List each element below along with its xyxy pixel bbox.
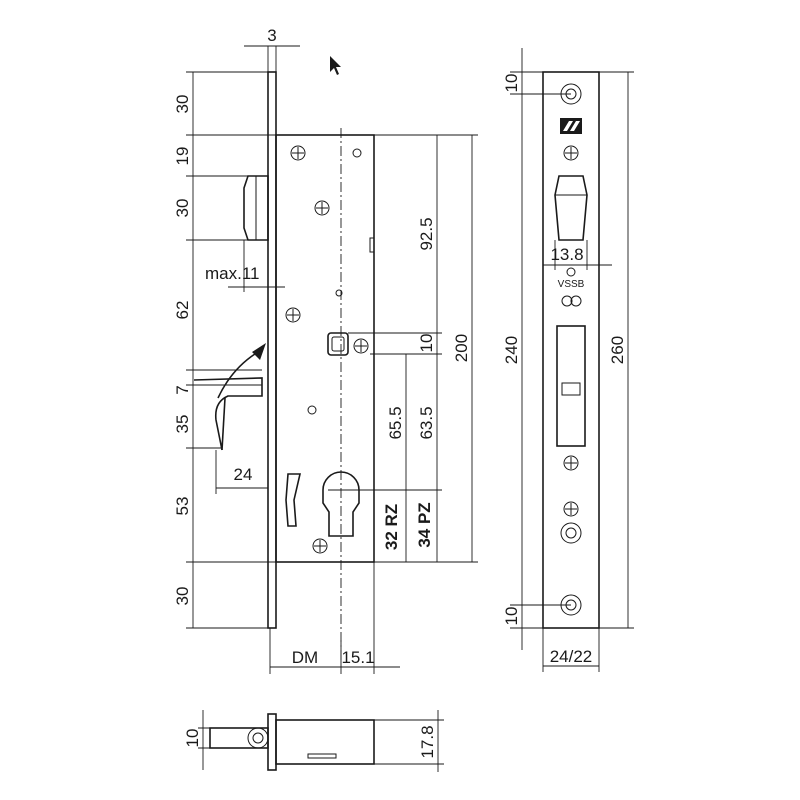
dim-front-bottom-10: 10: [502, 607, 521, 626]
dim-bottom-17-8: 17.8: [418, 725, 437, 758]
cylinder-screw-icon: [560, 522, 582, 544]
dim-65-5: 65.5: [386, 406, 405, 439]
dim-front-top-10: 10: [502, 74, 521, 93]
screw-icon: [563, 145, 579, 161]
front-faceplate: [542, 71, 600, 629]
follower-square: [327, 332, 349, 356]
cert-mark: VSSB: [558, 279, 585, 290]
dim-left-7: 7: [173, 385, 192, 394]
dim-34-pz: 34 PZ: [415, 502, 434, 547]
dim-cyl-15-1: 15.1: [341, 648, 374, 667]
dim-13-8: 13.8: [550, 245, 583, 264]
dim-92-5: 92.5: [417, 217, 436, 250]
dim-left-19: 19: [173, 147, 192, 166]
direction-arrow: [217, 351, 259, 399]
dim-left-30-top: 30: [173, 95, 192, 114]
dim-left-62: 62: [173, 301, 192, 320]
dim-32-rz: 32 RZ: [382, 504, 401, 550]
dim-10-mid: 10: [417, 334, 436, 353]
dim-left-30-bottom: 30: [173, 587, 192, 606]
dim-faceplate-thickness: 3: [267, 26, 276, 45]
lock-body: [275, 134, 375, 563]
dim-front-240: 240: [502, 336, 521, 364]
faceplate: [267, 71, 277, 629]
dim-left-53: 53: [173, 497, 192, 516]
screw-icon: [563, 501, 579, 517]
cylinder-profile: [322, 471, 360, 537]
dim-200: 200: [452, 334, 471, 362]
dim-left-30-latch: 30: [173, 199, 192, 218]
screw-icon: [312, 538, 328, 554]
screw-icon: [353, 338, 369, 354]
dim-front-width: 24/22: [550, 647, 593, 666]
dim-lever-24: 24: [234, 465, 253, 484]
mouse-cursor-icon: [330, 56, 341, 75]
screw-icon: [285, 307, 301, 323]
dim-front-260: 260: [608, 336, 627, 364]
screw-icon: [563, 455, 579, 471]
screw-icon: [290, 145, 306, 161]
side-view: 30 19 30 62 7 35 53 30 3 max.11 24 DM 15…: [173, 26, 478, 674]
front-view: 13.8 VSSB 10 240 10 260: [502, 48, 634, 672]
bottom-view: 10 17.8: [183, 710, 444, 772]
dim-63-5: 63.5: [417, 406, 436, 439]
dim-left-35: 35: [173, 415, 192, 434]
latch-opening: [554, 175, 588, 241]
dim-bottom-10: 10: [183, 729, 202, 748]
dim-backset-dm: DM: [292, 648, 318, 667]
bolt-opening: [556, 325, 586, 447]
screw-icon: [314, 200, 330, 216]
brand-logo: [560, 118, 582, 134]
dim-max-11: max.11: [205, 264, 260, 283]
